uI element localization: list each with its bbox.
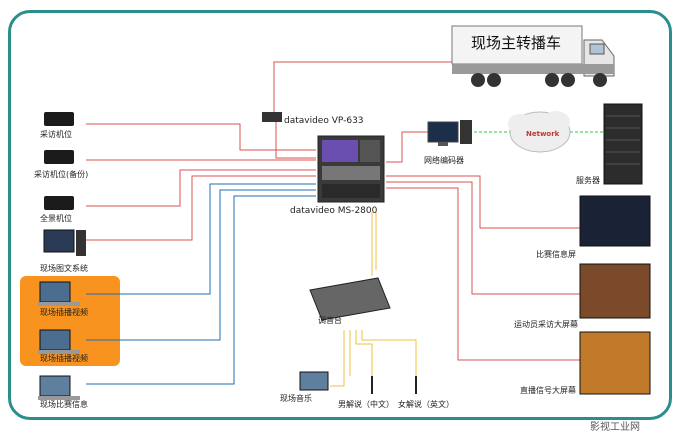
laptop-icon (39, 375, 71, 397)
live-display-icon (579, 331, 651, 395)
camera-icons (44, 112, 74, 210)
screen-1-label: 比赛信息屏 (536, 250, 576, 259)
network-cloud-icon (508, 111, 571, 153)
watermark: 影视工业网 (590, 422, 640, 433)
screen-3-label: 直播信号大屏幕 (520, 386, 576, 395)
network-encoder-icon (427, 120, 472, 146)
laptop-1-label: 现场插播视频 (40, 308, 88, 317)
laptop-icon (39, 329, 71, 351)
vp633-device-icon (262, 112, 282, 122)
laptop-2-label: 现场插播视频 (40, 354, 88, 363)
broadcast-truck-icon (451, 25, 615, 87)
encoder-label: 网络编码器 (424, 156, 464, 165)
laptop-3-label: 现场比赛信息 (40, 400, 88, 409)
server-rack-icon (603, 103, 643, 185)
server-label: 服务器 (576, 176, 600, 185)
vp633-label: datavideo VP-633 (284, 116, 364, 126)
graphics-pc-icon (43, 229, 75, 253)
audio-mixer-icon (309, 277, 391, 321)
interview-display-icon (579, 263, 651, 319)
scoreboard-display-icon (579, 195, 651, 247)
mic-en-label: 女解说（英文） (398, 400, 454, 409)
camera-1-label: 采访机位 (40, 130, 72, 139)
truck-title: 现场主转播车 (470, 34, 561, 52)
network-label: Network (526, 130, 560, 138)
ms2800-label: datavideo MS-2800 (290, 206, 378, 216)
music-laptop-icon (299, 371, 329, 391)
camera-3-label: 全景机位 (40, 214, 72, 223)
graphics-pc-label: 现场图文系统 (40, 264, 88, 273)
camera-2-label: 采访机位(备份) (34, 170, 89, 179)
ms2800-switcher-icon (317, 135, 385, 203)
music-label: 现场音乐 (280, 394, 312, 403)
laptop-icon (39, 281, 71, 303)
screen-2-label: 运动员采访大屏幕 (514, 320, 578, 329)
mic-cn-label: 男解说（中文） (338, 400, 394, 409)
microphone-icons (371, 376, 417, 394)
mixer-label: 调音台 (318, 316, 342, 325)
